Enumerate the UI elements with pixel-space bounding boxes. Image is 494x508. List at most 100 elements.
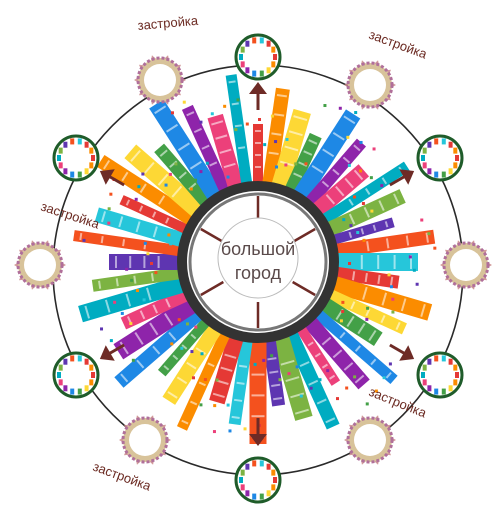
confetti-dot [236, 98, 240, 102]
skyline-building [91, 267, 182, 292]
confetti-dot [109, 339, 113, 343]
confetti-dot [245, 122, 249, 126]
confetti-dot [107, 221, 111, 225]
skyline-building [262, 338, 286, 407]
center-label-line2: город [235, 263, 282, 283]
small-nodes-group [52, 33, 464, 504]
confetti-dot [215, 378, 219, 382]
confetti-dot [210, 112, 214, 116]
confetti-dot [243, 427, 247, 431]
flower-nodes-group [14, 55, 492, 465]
confetti-dot [167, 233, 171, 237]
confetti-dot [309, 386, 313, 390]
confetti-dot [177, 318, 181, 322]
development-flower-icon [14, 240, 66, 290]
confetti-dot [427, 232, 431, 236]
confetti-dot [294, 162, 298, 166]
confetti-dot [150, 262, 153, 265]
big-city-ring: большой город [177, 181, 339, 343]
skyline-building [271, 334, 313, 421]
confetti-dot [366, 306, 370, 310]
skyline-building [284, 132, 322, 194]
confetti-dot [287, 372, 291, 376]
confetti-dot [226, 175, 230, 179]
outward-arrow-icon [99, 343, 125, 361]
confetti-dot [361, 202, 365, 205]
confetti-dot [345, 386, 349, 390]
settlement-node-icon [416, 351, 464, 399]
outward-arrow-icon [389, 169, 415, 187]
confetti-dot [356, 231, 360, 235]
settlement-node-icon [234, 33, 282, 81]
confetti-dot [391, 310, 395, 314]
skyline-building [78, 275, 186, 323]
skyline-building [225, 74, 253, 186]
confetti-dot [199, 403, 203, 407]
confetti-dot [370, 209, 374, 213]
confetti-dot [205, 161, 209, 165]
skyline-building [311, 164, 370, 217]
confetti-dot [131, 358, 135, 362]
confetti-dot [346, 135, 350, 139]
skyline-building [331, 217, 395, 245]
center-hub [217, 217, 299, 299]
skyline-building [228, 338, 253, 426]
confetti-dot [391, 297, 395, 301]
skyline-building [119, 195, 190, 235]
confetti-dot [336, 397, 339, 401]
confetti-dot [100, 327, 104, 331]
confetti-dot [274, 140, 278, 144]
confetti-dot [258, 118, 261, 121]
skyline-building [114, 307, 204, 388]
label-mid-left: застройка [39, 199, 102, 232]
confetti-dot [212, 430, 216, 434]
development-flower-icon [440, 240, 492, 290]
skyline-building [109, 254, 180, 270]
outward-arrow-icon [249, 418, 267, 446]
outward-arrow-icon [249, 82, 267, 110]
confetti-dot [168, 172, 172, 176]
confetti-dot [365, 317, 369, 321]
confetti-dot [190, 350, 194, 354]
confetti-dot [284, 163, 288, 167]
city-skyline-burst [73, 74, 437, 444]
confetti-dot [354, 111, 358, 115]
confetti-dot [353, 195, 357, 199]
confetti-dot [348, 262, 351, 265]
outward-arrow-icon [99, 169, 125, 187]
confetti-dot [143, 241, 147, 245]
confetti-dot [342, 218, 346, 222]
settlement-node-icon [234, 456, 282, 504]
confetti-dot [365, 402, 369, 406]
skyline-building [94, 207, 186, 248]
confetti-dot [194, 325, 198, 329]
confetti-dot [170, 342, 174, 346]
confetti-dot [374, 389, 378, 393]
confetti-dot [154, 271, 158, 275]
confetti-dot [362, 238, 366, 242]
confetti-dot [338, 106, 342, 110]
confetti-dot [275, 165, 279, 169]
confetti-dot [174, 162, 178, 166]
confetti-dot [323, 104, 327, 108]
skyline-building [124, 144, 205, 218]
confetti-dot [203, 378, 207, 382]
confetti-dot [134, 197, 138, 201]
confetti-dot [270, 354, 274, 358]
label-top-right: застройка [367, 27, 430, 62]
confetti-dot [263, 143, 267, 147]
skyline-building [325, 189, 406, 237]
confetti-dot [194, 178, 198, 182]
ring-spoke [200, 280, 224, 297]
confetti-dot [388, 362, 392, 366]
development-flower-icon [344, 415, 396, 465]
skyline-building [330, 275, 433, 321]
confetti-dot [420, 218, 424, 222]
confetti-dot [295, 365, 299, 369]
confetti-dot [341, 310, 345, 313]
skyline-building [162, 323, 223, 405]
confetti-dot [339, 319, 343, 323]
confetti-dot [412, 268, 416, 272]
